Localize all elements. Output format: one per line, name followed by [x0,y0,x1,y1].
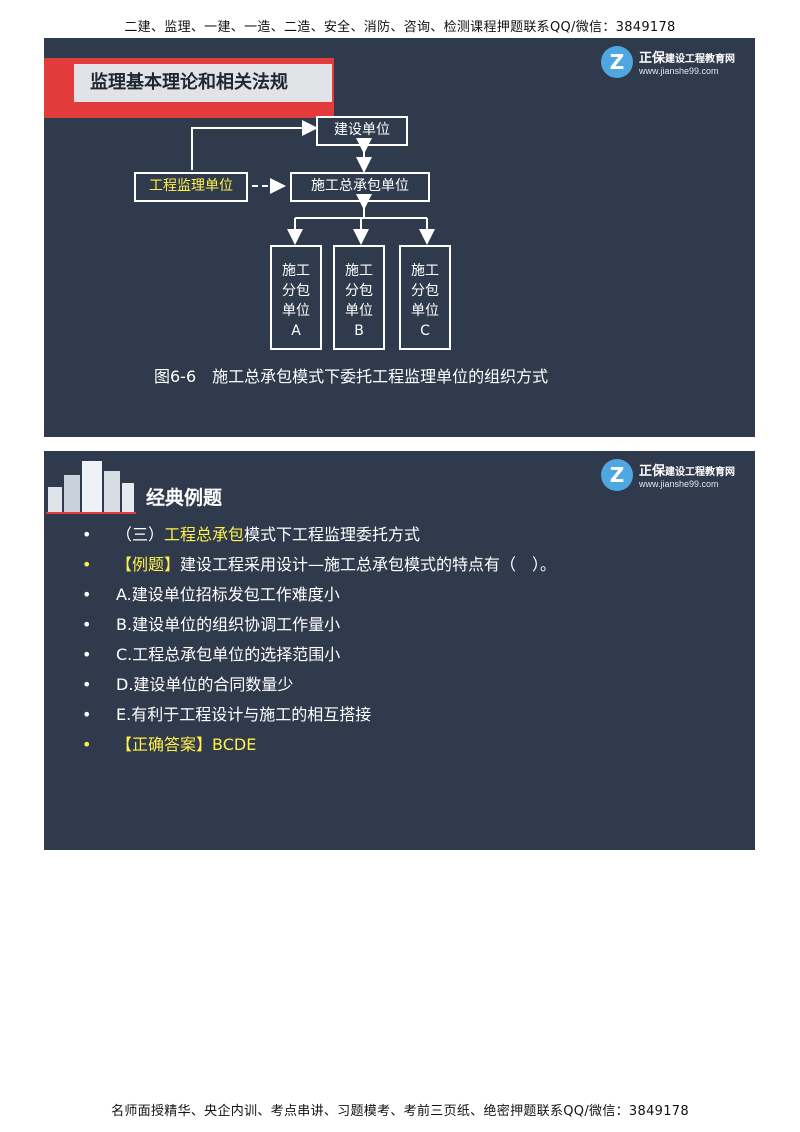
item-answer: 【正确答案】BCDE [116,735,257,754]
brand-logo: Z 正保建设工程教育网 www.jianshe99.com [601,459,743,495]
sub-b-line: 单位 [345,303,373,319]
bullet: • [82,645,92,664]
sub-a-line: 施工 [282,263,310,279]
item-body: A.建设单位招标发包工作难度小 [116,585,340,604]
logo-brand-sub: 建设工程教育网 [665,54,736,65]
bullet: • [82,735,92,754]
page-header: 二建、监理、一建、一造、二造、安全、消防、咨询、检测课程押题联系QQ/微信：38… [124,20,676,35]
logo-url: www.jianshe99.com [639,479,719,489]
list-item: • 【例题】建设工程采用设计—施工总承包模式的特点有（ ）。 [44,553,755,577]
sub-c-line: 分包 [411,283,439,299]
item-body: 建设工程采用设计—施工总承包模式的特点有（ ）。 [180,555,557,574]
sub-b-line: 分包 [345,283,373,299]
city-buildings-icon [46,461,136,514]
list-item: • A.建设单位招标发包工作难度小 [44,583,755,607]
section-title: 经典例题 [146,487,223,509]
node-supervisor: 工程监理单位 [134,172,248,202]
bullet: • [82,675,92,694]
logo-brand: 正保 [639,464,666,479]
sub-a-line: 单位 [282,303,310,319]
item-prefix: （三） [116,525,165,544]
sub-c-line: 施工 [411,263,439,279]
node-owner: 建设单位 [316,116,408,146]
sub-c-line: 单位 [411,303,439,319]
bullet: • [82,705,92,724]
node-sub-c: 施工 分包 单位 C [399,245,451,350]
arrow-supervisor-to-owner [191,120,318,170]
list-item: • E.有利于工程设计与施工的相互搭接 [44,703,755,727]
logo-brand: 正保 [639,51,666,66]
node-sub-a: 施工 分包 单位 A [270,245,322,350]
figure-caption: 图6-6 施工总承包模式下委托工程监理单位的组织方式 [154,367,549,386]
sub-a-line: 分包 [282,283,310,299]
slide-diagram: 监理基本理论和相关法规 Z 正保建设工程教育网 www.jianshe99.co… [44,38,755,437]
sub-b-line: B [354,323,364,339]
bullet: • [82,525,92,544]
logo-brand-sub: 建设工程教育网 [665,467,736,478]
item-body: D.建设单位的合同数量少 [116,675,294,694]
logo-brand-name: 正保建设工程教育网 [639,47,735,66]
list-item: • 【正确答案】BCDE [44,733,755,757]
sub-b-line: 施工 [345,263,373,279]
logo-brand-name: 正保建设工程教育网 [639,460,735,479]
bullet: • [82,585,92,604]
sub-a-line: A [291,323,301,339]
node-general-contractor: 施工总承包单位 [290,172,430,202]
list-item: • （三）工程总承包模式下工程监理委托方式 [44,523,755,547]
item-body: B.建设单位的组织协调工作量小 [116,615,341,634]
logo-mark-icon: Z [601,46,633,78]
sub-c-line: C [420,323,430,339]
bullet: • [82,615,92,634]
logo-mark-icon: Z [601,459,633,491]
item-highlight: 【例题】 [116,555,181,574]
bullet: • [82,555,92,574]
list-item: • D.建设单位的合同数量少 [44,673,755,697]
slide-example: 经典例题 Z 正保建设工程教育网 www.jianshe99.com • （三）… [44,451,755,850]
item-text: （三）工程总承包模式下工程监理委托方式 [116,523,420,547]
diagram-connectors [191,120,435,245]
item-body: 模式下工程监理委托方式 [244,525,421,544]
slide-title: 监理基本理论和相关法规 [74,64,332,102]
item-body: C.工程总承包单位的选择范围小 [116,645,341,664]
node-sub-b: 施工 分包 单位 B [333,245,385,350]
item-body: E.有利于工程设计与施工的相互搭接 [116,705,372,724]
item-text: 【例题】建设工程采用设计—施工总承包模式的特点有（ ）。 [116,553,556,577]
item-highlight: 工程总承包 [164,525,245,544]
list-item: • B.建设单位的组织协调工作量小 [44,613,755,637]
list-item: • C.工程总承包单位的选择范围小 [44,643,755,667]
brand-logo: Z 正保建设工程教育网 www.jianshe99.com [601,46,743,82]
logo-url: www.jianshe99.com [639,66,719,76]
page-footer: 名师面授精华、央企内训、考点串讲、习题模考、考前三页纸、绝密押题联系QQ/微信：… [111,1104,689,1119]
